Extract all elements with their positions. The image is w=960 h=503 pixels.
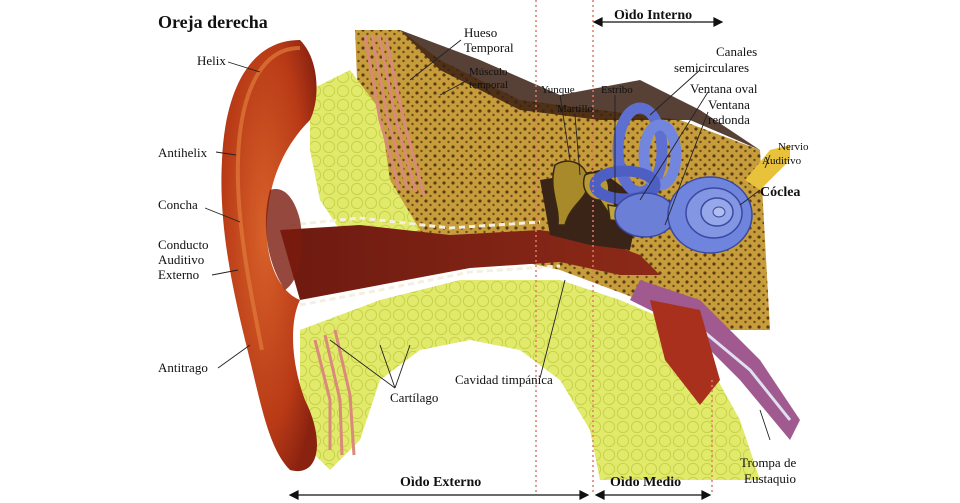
canal-lining-bottom	[299, 264, 561, 307]
label-antihelix: Antihelix	[158, 145, 208, 160]
diagram-title: Oreja derecha	[158, 12, 268, 32]
ear-canal	[280, 225, 660, 300]
label-yunque: Yunque	[541, 84, 575, 96]
label-hueso-2: Temporal	[464, 40, 514, 55]
lower-muscle	[313, 329, 356, 456]
label-ventana-redonda-1: Ventana	[708, 97, 750, 112]
auricle	[221, 40, 317, 472]
label-conducto-3: Externo	[158, 267, 200, 282]
label-canales-1: Canales	[716, 44, 758, 59]
canal-lining-top	[289, 216, 541, 230]
eustachian-tube-inner	[689, 318, 792, 421]
label-nervio-1: Nervio	[778, 141, 809, 153]
temporal-muscle	[363, 34, 426, 196]
label-antitrago: Antitrago	[158, 360, 208, 375]
label-musculo-1: Músculo	[469, 66, 508, 78]
label-estribo: Estribo	[601, 84, 633, 96]
upper-fat	[310, 70, 420, 240]
label-trompa-2: Eustaquio	[744, 471, 796, 486]
fatty-tissue	[300, 280, 760, 480]
label-ventana-redonda-2: redonda	[708, 112, 750, 127]
leader-lines	[204, 39, 771, 441]
section-oido-externo: Oìdo Externo	[400, 475, 482, 490]
label-musculo-2: temporal	[469, 79, 509, 91]
label-trompa-1: Trompa de	[740, 455, 797, 470]
label-coclea: Cóclea	[760, 185, 801, 200]
label-conducto-2: Auditivo	[158, 252, 205, 267]
upper-tissue	[400, 30, 760, 150]
label-nervio-2: Auditivo	[762, 155, 802, 167]
label-concha: Concha	[158, 197, 198, 212]
label-canales-2: semicirculares	[674, 60, 750, 75]
label-hueso-1: Hueso	[464, 25, 498, 40]
label-ventana-oval: Ventana oval	[690, 81, 758, 96]
label-cartilago: Cartílago	[390, 390, 439, 405]
auditory-nerve	[745, 145, 790, 190]
cochlea-shape	[667, 176, 753, 254]
vestibule	[614, 192, 676, 238]
label-martillo: Martillo	[557, 103, 594, 115]
section-arrows	[288, 17, 724, 500]
label-helix: Helix	[197, 53, 226, 68]
section-oido-interno: Oìdo Interno	[614, 8, 693, 23]
concha-shadow	[265, 189, 302, 290]
section-oido-medio: Oìdo Medio	[610, 475, 682, 490]
tensor-muscle	[650, 300, 720, 405]
helix-rim	[235, 46, 301, 351]
label-cavidad-timpanica: Cavidad timpánica	[455, 372, 553, 387]
label-conducto-1: Conducto	[158, 237, 209, 252]
